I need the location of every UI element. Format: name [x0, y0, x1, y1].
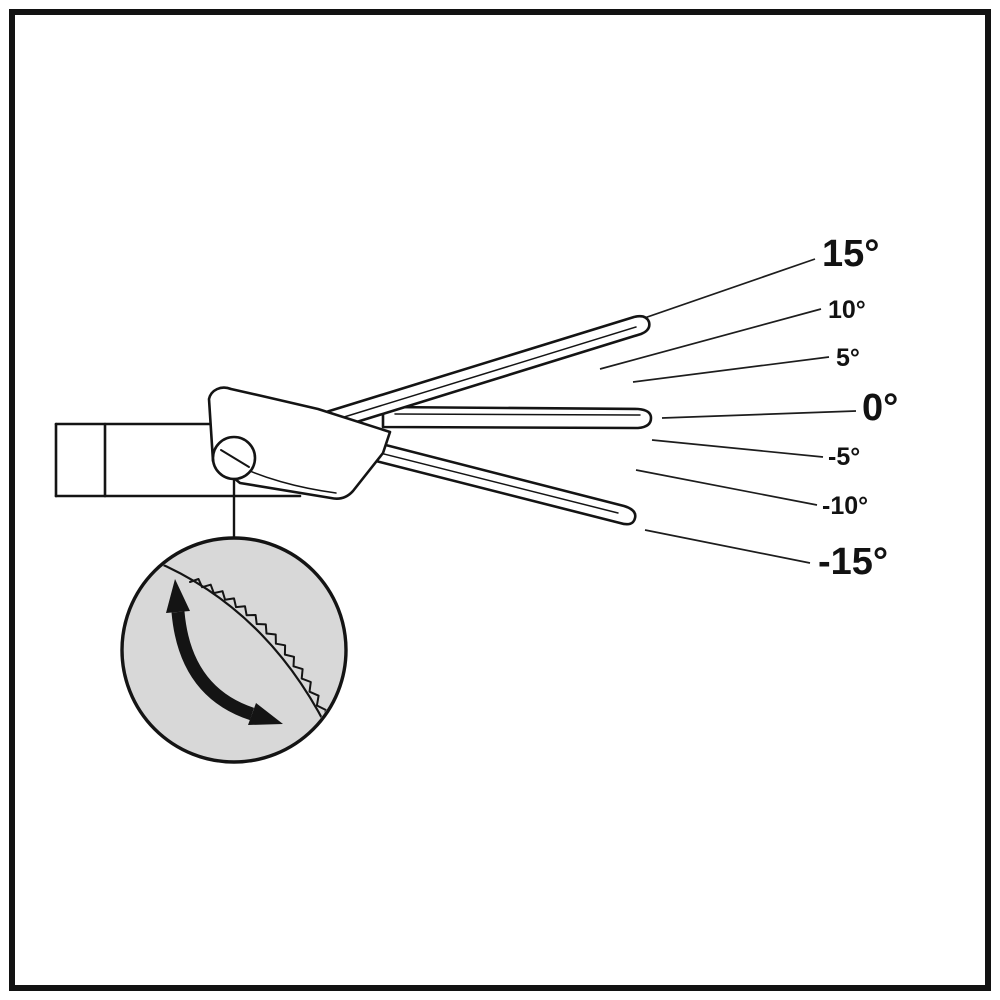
- luminaire-positions: [295, 314, 653, 526]
- joint-edge-curve: [150, 558, 336, 744]
- angle-label-minus10: -10°: [822, 492, 868, 520]
- rotation-arrow-icon: [171, 611, 255, 721]
- pivot-joint-detail-line: [220, 449, 250, 468]
- detail-zoom-circle: [120, 536, 348, 764]
- angle-line-minus15: [644, 529, 811, 564]
- angle-line-minus5: [651, 439, 824, 458]
- angle-line-plus5: [632, 356, 830, 383]
- angle-line-minus10: [635, 469, 818, 506]
- angle-line-plus10: [599, 308, 822, 370]
- angle-labels: 15° 10° 5° 0° -5° -10° -15°: [818, 233, 898, 583]
- luminaire-arm-zero-seam: [394, 413, 641, 416]
- luminaire-arm-zero: [381, 405, 653, 430]
- angle-line-plus15: [629, 258, 816, 324]
- rotation-arrow-head-up-icon: [166, 579, 190, 613]
- angle-label-plus15: 15°: [822, 233, 879, 275]
- angle-label-minus5: -5°: [828, 443, 860, 471]
- angle-label-plus10: 10°: [828, 296, 866, 324]
- angle-line-zero: [661, 410, 857, 419]
- angle-fan-lines: [599, 258, 857, 564]
- luminaire-arm-plus15-seam: [314, 326, 637, 427]
- ratchet-teeth: [189, 578, 327, 721]
- angle-label-plus5: 5°: [836, 344, 860, 372]
- rotation-arrow-head-down-icon: [248, 703, 283, 725]
- angle-label-minus15: -15°: [818, 541, 888, 583]
- mounting-bracket: [207, 386, 392, 500]
- luminaire-arm-minus15-seam: [379, 452, 619, 514]
- angle-label-zero: 0°: [862, 387, 898, 429]
- mounting-arm: [54, 422, 302, 498]
- detail-zoom-content: [150, 558, 336, 744]
